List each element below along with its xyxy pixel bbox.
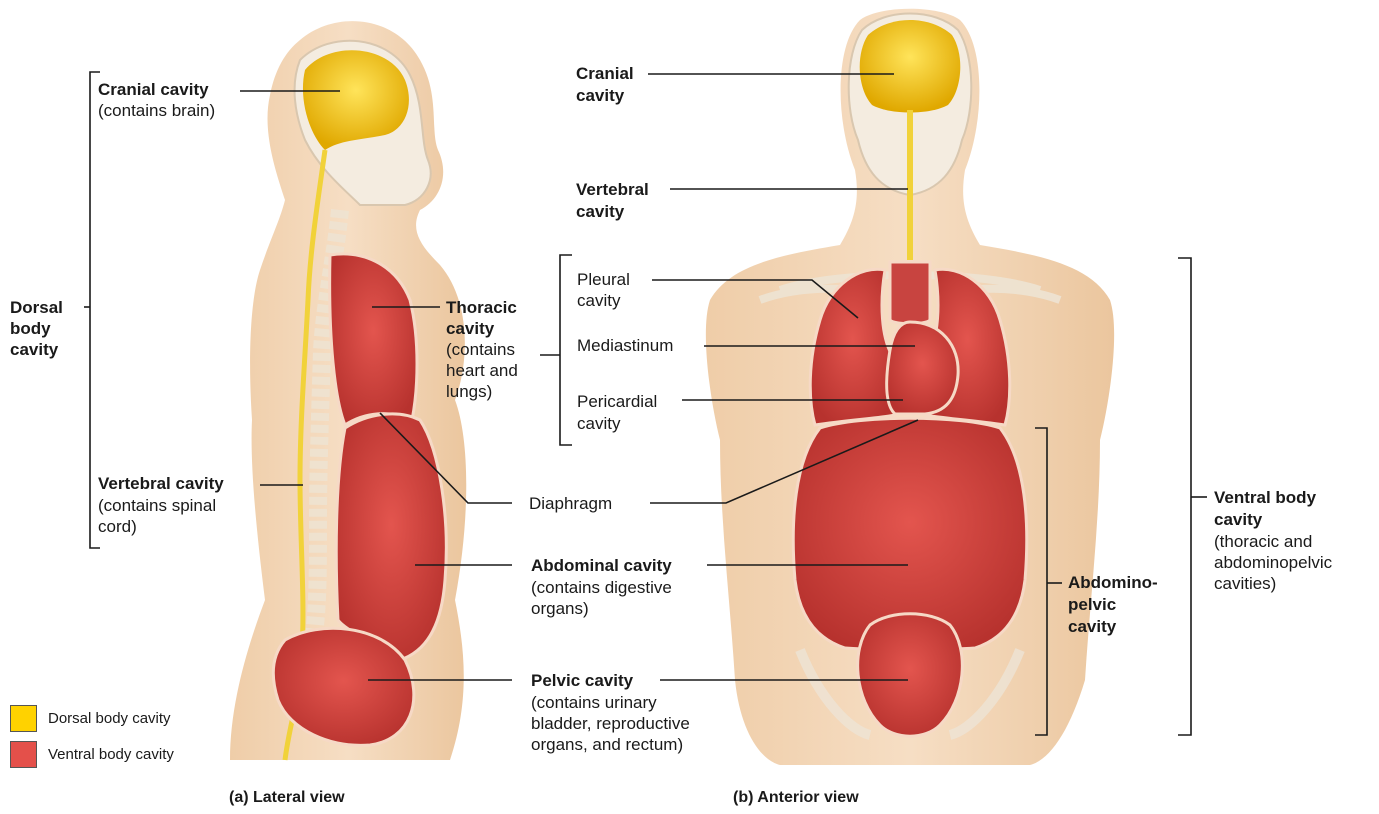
label-ventral-sub-1: (thoracic and — [1214, 531, 1312, 552]
legend-dorsal: Dorsal body cavity — [10, 705, 171, 732]
legend-ventral-swatch — [10, 741, 37, 768]
label-pericardial-1: Pericardial — [577, 391, 657, 412]
label-vertebral-cavity-lateral-sub-2: cord) — [98, 516, 137, 537]
label-vertebral-cavity-lateral-sub-1: (contains spinal — [98, 495, 216, 516]
label-abdominopelvic-3: cavity — [1068, 616, 1116, 637]
label-thoracic-title-2: cavity — [446, 318, 494, 339]
anterior-figure — [706, 9, 1114, 765]
label-pelvic-sub-1: (contains urinary — [531, 692, 657, 713]
label-pleural-2: cavity — [577, 290, 620, 311]
abdominal-cavity-lateral — [336, 414, 446, 660]
label-pelvic-cavity: Pelvic cavity — [531, 670, 633, 691]
label-ventral-title-2: cavity — [1214, 509, 1262, 530]
caption-lateral-view: (a) Lateral view — [229, 789, 345, 807]
label-vertebral-anterior-1: Vertebral — [576, 179, 649, 200]
brain-anterior — [860, 20, 961, 113]
label-ventral-sub-3: cavities) — [1214, 573, 1276, 594]
label-abdominopelvic-1: Abdomino- — [1068, 572, 1158, 593]
pelvic-cavity-anterior — [858, 614, 963, 737]
label-mediastinum: Mediastinum — [577, 335, 673, 356]
label-abdominal-sub-1: (contains digestive — [531, 577, 672, 598]
caption-anterior-view: (b) Anterior view — [733, 789, 859, 807]
label-pelvic-sub-2: bladder, reproductive — [531, 713, 690, 734]
label-vertebral-cavity-lateral: Vertebral cavity — [98, 473, 224, 494]
label-cranial-cavity-lateral-sub: (contains brain) — [98, 100, 215, 121]
label-abdominal-sub-2: organs) — [531, 598, 589, 619]
label-cranial-anterior-2: cavity — [576, 85, 624, 106]
label-cranial-anterior-1: Cranial — [576, 63, 634, 84]
label-dorsal-body-1: Dorsal — [10, 297, 63, 318]
lateral-figure — [230, 21, 466, 760]
label-thoracic-sub-2: heart and — [446, 360, 518, 381]
label-thoracic-sub-1: (contains — [446, 339, 515, 360]
label-abdominal-cavity: Abdominal cavity — [531, 555, 672, 576]
legend-ventral-label: Ventral body cavity — [48, 746, 174, 763]
label-ventral-title-1: Ventral body — [1214, 487, 1316, 508]
legend-dorsal-swatch — [10, 705, 37, 732]
label-vertebral-anterior-2: cavity — [576, 201, 624, 222]
label-pelvic-sub-3: organs, and rectum) — [531, 734, 683, 755]
legend-ventral: Ventral body cavity — [10, 741, 174, 768]
label-dorsal-body-3: cavity — [10, 339, 58, 360]
label-pericardial-2: cavity — [577, 413, 620, 434]
legend-dorsal-label: Dorsal body cavity — [48, 710, 171, 727]
label-cranial-cavity-lateral: Cranial cavity — [98, 79, 209, 100]
label-pleural-1: Pleural — [577, 269, 630, 290]
label-ventral-sub-2: abdominopelvic — [1214, 552, 1332, 573]
bracket-thoracic — [560, 255, 572, 445]
label-dorsal-body-2: body — [10, 318, 51, 339]
label-abdominopelvic-2: pelvic — [1068, 594, 1116, 615]
label-thoracic-sub-3: lungs) — [446, 381, 492, 402]
label-diaphragm: Diaphragm — [529, 493, 612, 514]
bracket-ventral — [1178, 258, 1191, 735]
label-thoracic-title-1: Thoracic — [446, 297, 517, 318]
mediastinum-region — [890, 262, 930, 324]
